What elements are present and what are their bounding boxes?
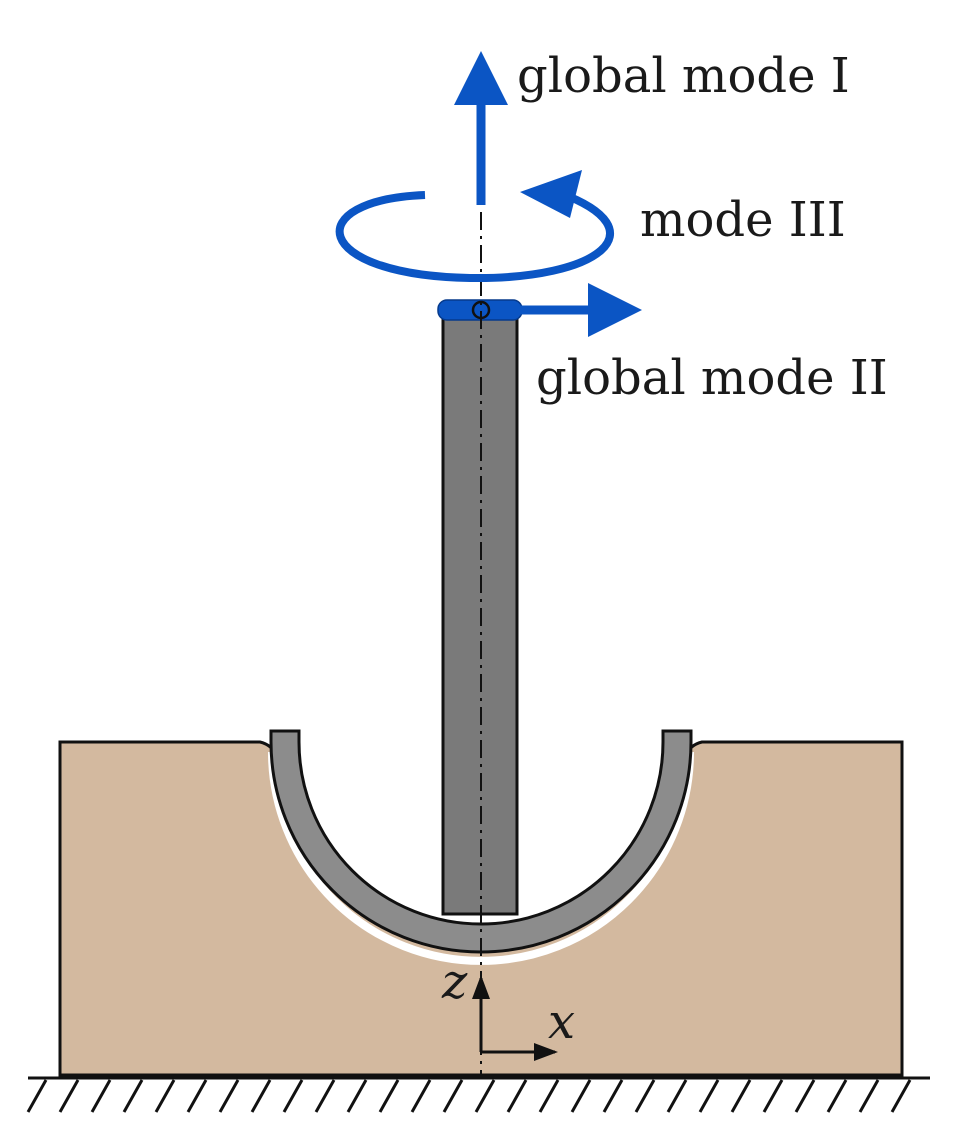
bucket-gap [268, 751, 694, 965]
z-axis-label: z [441, 954, 468, 1010]
mode-1-label: global mode I [517, 48, 850, 104]
bucket-shell [269, 729, 693, 954]
mode-2-label: global mode II [536, 350, 888, 406]
x-axis-label: x [548, 994, 575, 1050]
mode-3-arrowhead [520, 170, 582, 218]
mode-3-rotation-arrow [335, 189, 614, 283]
mode-3-label: mode III [640, 192, 846, 248]
ground-hatching [26, 1076, 930, 1113]
